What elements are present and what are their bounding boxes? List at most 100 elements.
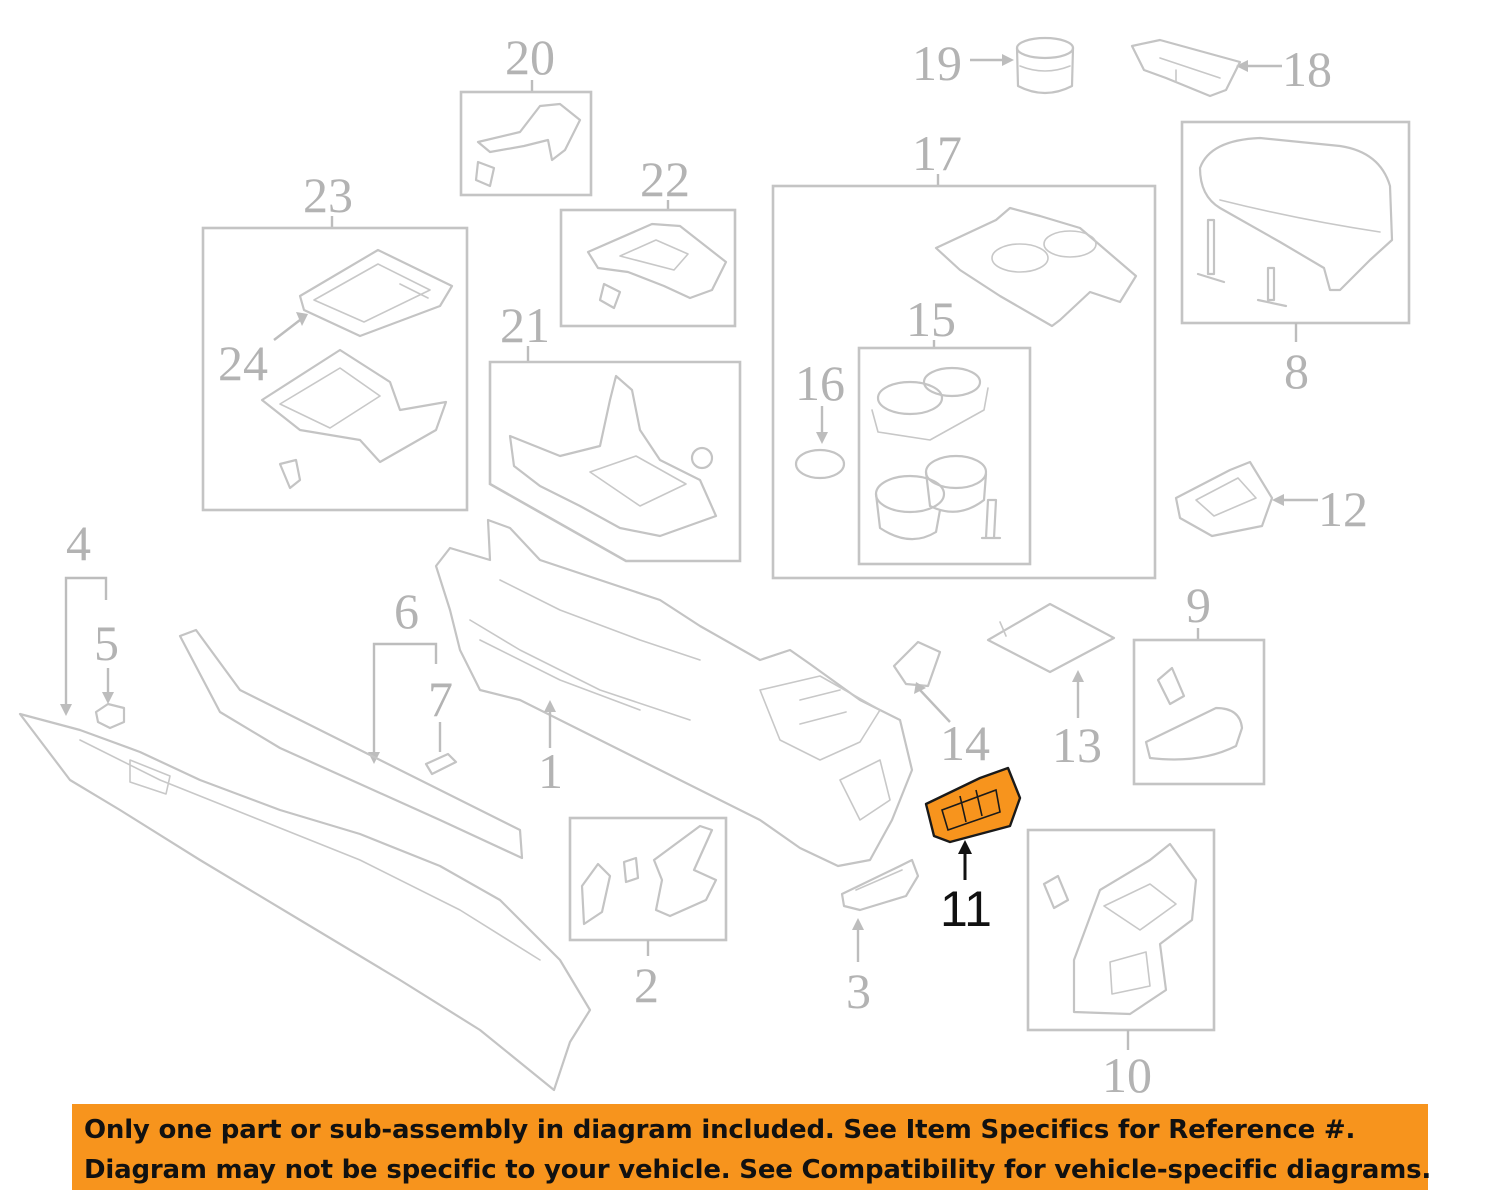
cup-b-15	[924, 454, 988, 490]
part-16[interactable]: 16	[794, 355, 846, 480]
callout-17: 17	[912, 125, 962, 181]
arrow-18	[1236, 60, 1248, 72]
arrow-12	[1272, 494, 1284, 506]
box-17	[771, 184, 1157, 580]
part-20[interactable]: 20	[459, 29, 593, 197]
bin-23	[260, 348, 448, 464]
part-23[interactable]: 23	[201, 167, 469, 512]
bracket-11	[924, 766, 1022, 844]
part-11-highlighted[interactable]: 11	[924, 766, 1022, 937]
part-6[interactable]: 6	[178, 583, 524, 860]
bracket-12	[1174, 460, 1274, 538]
shift-bezel-20	[476, 102, 582, 162]
callout-6: 6	[394, 583, 419, 639]
callout-10: 10	[1102, 1047, 1152, 1103]
cup-opening-b-17	[1043, 230, 1097, 258]
part-7[interactable]: 7	[424, 671, 458, 776]
callout-24: 24	[218, 335, 268, 391]
arrow-13	[1072, 670, 1084, 682]
part-13[interactable]: 13	[986, 602, 1116, 773]
clip-10	[1042, 874, 1070, 910]
box-23	[201, 226, 469, 512]
disclaimer-line-1: Only one part or sub-assembly in diagram…	[84, 1115, 1356, 1145]
callout-1: 1	[538, 743, 563, 799]
arrow-3	[852, 918, 864, 930]
rear-panel-detail-10	[1103, 883, 1177, 995]
cap-top-19	[1015, 36, 1075, 60]
callout-21: 21	[500, 297, 550, 353]
part-12[interactable]: 12	[1174, 460, 1368, 538]
part-3[interactable]: 3	[840, 858, 920, 1019]
box-22	[559, 208, 737, 328]
part-8[interactable]: 8	[1180, 120, 1411, 399]
arrow-5	[102, 692, 114, 704]
part-4[interactable]: 4	[18, 515, 592, 1092]
cupholder-bezel-17	[934, 206, 1138, 328]
armrest-seam-8	[1219, 199, 1381, 233]
trim-detail-18	[1159, 57, 1221, 83]
side-panel-detail-4	[79, 739, 541, 961]
bracket-detail-3	[855, 869, 903, 891]
part-14[interactable]: 14	[892, 640, 990, 771]
callout-12: 12	[1318, 481, 1368, 537]
part-15[interactable]: 15	[857, 291, 1032, 566]
callout-23: 23	[303, 167, 353, 223]
disclaimer-banner: Only one part or sub-assembly in diagram…	[72, 1104, 1432, 1190]
part-18[interactable]: 18	[1130, 38, 1332, 98]
part-10[interactable]: 10	[1026, 828, 1216, 1103]
leader-4	[64, 576, 108, 708]
arrow-14	[914, 682, 926, 694]
bezel-opening-22	[619, 239, 689, 271]
box-2	[568, 816, 728, 942]
cap-ring-19	[1019, 65, 1071, 72]
screw-15	[980, 498, 1002, 540]
callout-19: 19	[912, 35, 962, 91]
arrow-24	[296, 312, 308, 326]
box-20	[459, 90, 593, 197]
cup-walls-15	[874, 470, 988, 541]
mat-16	[794, 448, 846, 480]
part-22[interactable]: 22	[559, 151, 737, 328]
part-2[interactable]: 2	[568, 816, 728, 1013]
clip-9	[1156, 666, 1186, 706]
trim-9	[1144, 706, 1244, 761]
part-24[interactable]: 24	[218, 312, 308, 391]
part-21[interactable]: 21	[488, 297, 742, 563]
leader-14	[919, 689, 951, 723]
part-1[interactable]: 1	[434, 518, 914, 868]
console-body-1	[434, 518, 914, 868]
bin-inner-23	[279, 367, 381, 429]
ring-frame-15	[871, 387, 989, 441]
console-opening-21	[589, 455, 687, 507]
mat-13	[986, 602, 1116, 674]
console-top-21	[508, 374, 718, 538]
bezel-22	[586, 222, 728, 300]
side-panel-4	[18, 712, 592, 1092]
cup-opening-a-17	[991, 243, 1049, 273]
callout-4: 4	[66, 515, 91, 571]
box-21	[488, 360, 742, 563]
clip-7	[424, 752, 458, 776]
clip-20	[474, 160, 496, 188]
side-trim-6	[178, 628, 524, 860]
clip-a-2	[580, 862, 612, 926]
part-19[interactable]: 19	[912, 35, 1075, 95]
disclaimer-line-2: Diagram may not be specific to your vehi…	[84, 1155, 1432, 1185]
callout-11: 11	[940, 881, 992, 937]
bracket-3	[840, 858, 920, 912]
arrow-11	[958, 840, 972, 854]
armrest-lid-8	[1198, 136, 1394, 292]
screws-8	[1196, 218, 1288, 308]
part-9[interactable]: 9	[1132, 577, 1266, 786]
callout-13: 13	[1052, 717, 1102, 773]
ring-a-15	[876, 380, 944, 416]
callout-22: 22	[640, 151, 690, 207]
cap-body-19	[1015, 46, 1075, 95]
clip-23	[278, 458, 302, 490]
box-15	[857, 346, 1032, 566]
leader-24	[273, 319, 301, 341]
part-17[interactable]: 17	[771, 125, 1157, 580]
part-5[interactable]: 5	[94, 615, 126, 730]
callout-15: 15	[906, 291, 956, 347]
